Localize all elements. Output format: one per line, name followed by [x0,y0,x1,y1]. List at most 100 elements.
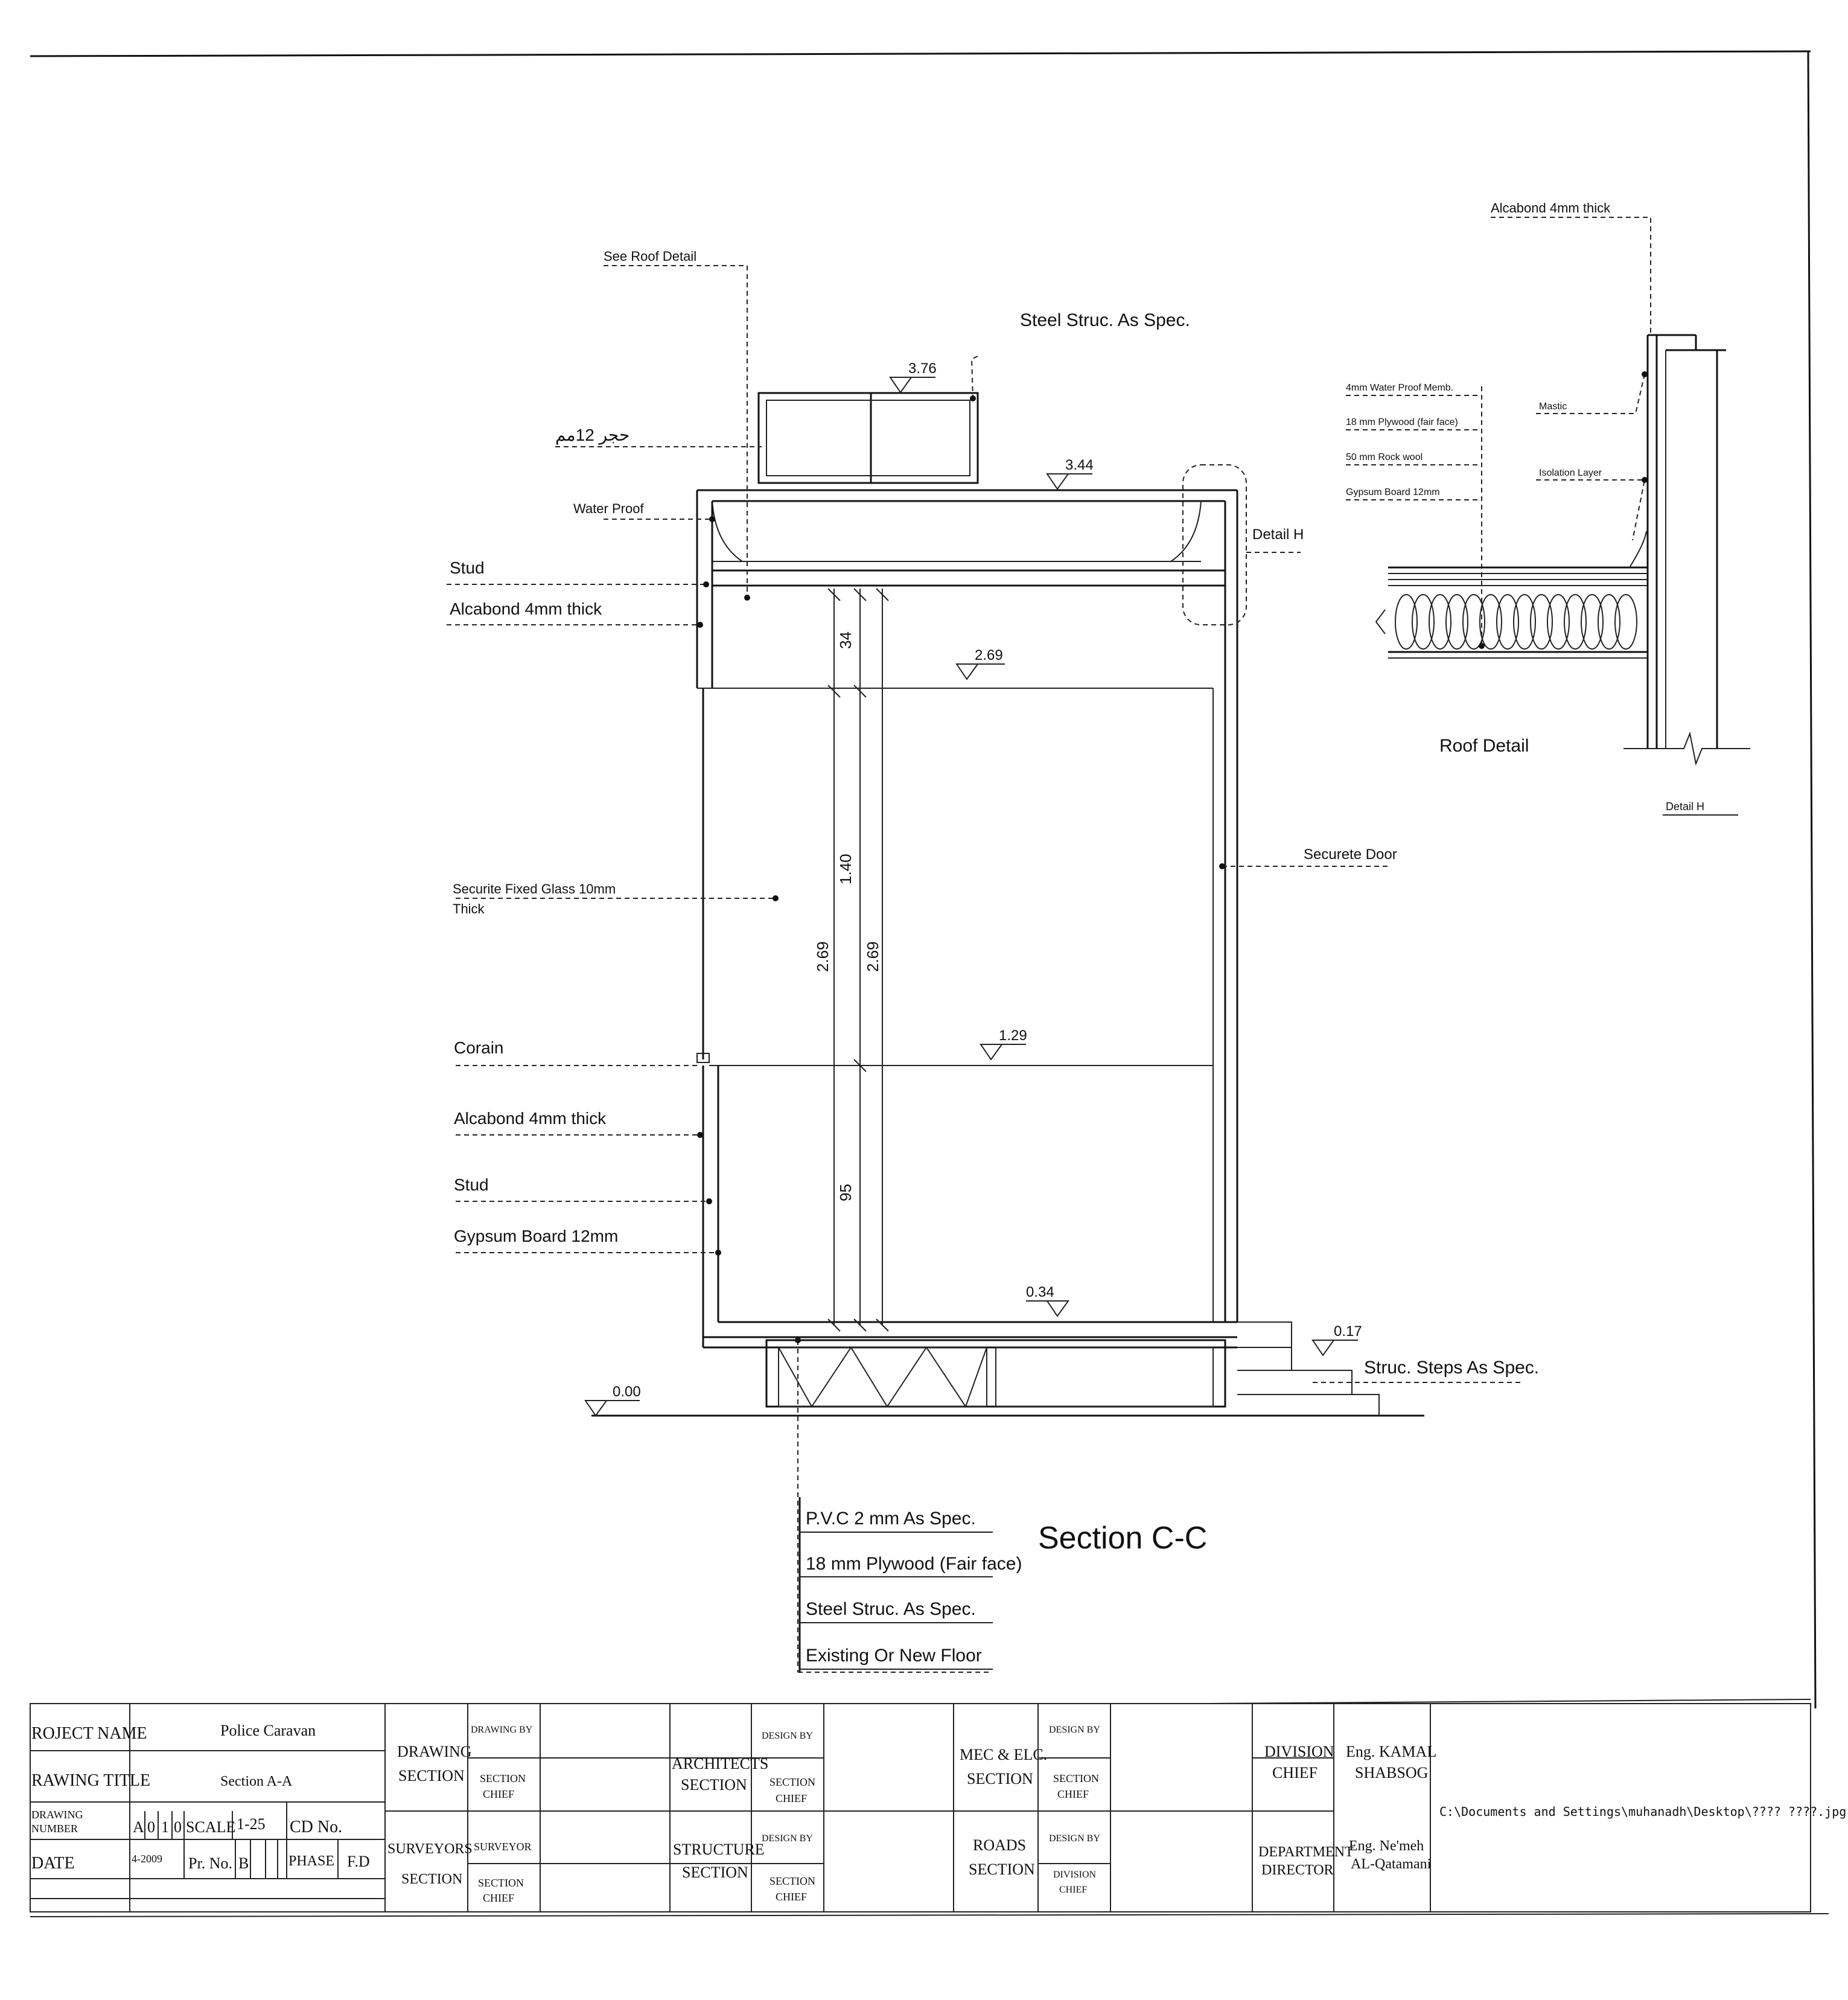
tb-phase: F.D [347,1853,370,1870]
level-0-34: 0.34 [1026,1284,1054,1300]
level-3-44: 3.44 [1065,457,1094,473]
tb-drawing-number-0: A [133,1818,144,1836]
dim-95: 95 [836,1184,855,1201]
tb-file-path: C:\Documents and Settings\muhanadh\Deskt… [1439,1804,1846,1819]
tb-roads-2: SECTION [969,1861,1035,1878]
floor-layer-existing: Existing Or New Floor [806,1646,982,1666]
section-drawing [447,265,1521,1673]
tb-roads-1: ROADS [973,1836,1026,1854]
roof-layer-waterproof: 4mm Water Proof Memb. [1346,383,1453,393]
tb-eng-neimeh-2: AL-Qatamani [1351,1856,1432,1872]
tb-eng-kamal-1: Eng. KAMAL [1346,1743,1436,1760]
tb-surveyor: SURVEYOR [474,1841,532,1853]
sheet-border [30,50,1829,1917]
label-securite-glass: Securite Fixed Glass 10mm [453,881,616,896]
tb-arch-chief-1: SECTION [769,1776,815,1788]
tb-division-chief-2: CHIEF [1272,1764,1317,1781]
tb-department-2: DIRECTOR [1261,1862,1334,1878]
label-stud-bottom: Stud [454,1175,489,1194]
label-struc-steps: Struc. Steps As Spec. [1364,1358,1539,1378]
tb-drawing-number-label-1: DRAWING [31,1809,83,1821]
rock-wool-hatch [1395,594,1637,650]
rooftop-box [757,392,979,484]
tb-mec-design-by: DESIGN BY [1049,1725,1100,1735]
roof-detail-title: Roof Detail [1439,736,1529,756]
tb-division-chief-1: DIVISION [1264,1743,1334,1760]
level-2-69: 2.69 [975,647,1003,663]
label-stud-top: Stud [450,558,485,577]
tb-surveyors-chief-1: SECTION [478,1877,524,1889]
roof-layer-plywood: 18 mm Plywood (fair face) [1346,417,1458,427]
floor-layer-plywood: 18 mm Plywood (Fair face) [806,1554,1022,1574]
tb-structure-section-1: STRUCTURE [673,1841,765,1858]
label-detail-h: Detail H [1252,526,1304,543]
tb-mec-elc-2: SECTION [967,1770,1033,1788]
tb-section-chief-2: CHIEF [483,1788,514,1800]
tb-surveyors-section-1: SURVEYORS [387,1841,473,1857]
roof-detail-caption: Detail H [1666,800,1704,813]
tb-architects-section-1: ARCHITECTS [672,1755,768,1772]
section-labels: 3.76 3.44 2.69 1.29 0.34 0.17 0.00 34 1.… [450,249,1539,1666]
tb-phase-label: PHASE [288,1853,334,1869]
label-alcabond-bottom: Alcabond 4mm thick [454,1109,607,1128]
tb-project-name: Police Caravan [220,1722,316,1739]
tb-drawing-number-1: 0 [147,1818,155,1836]
roof-detail-alcabond: Alcabond 4mm thick [1491,200,1611,216]
label-corain: Corain [454,1038,503,1057]
tb-struct-chief-1: SECTION [769,1875,815,1887]
floor-layers-table [798,1497,993,1672]
dim-2-69-a: 2.69 [814,941,832,972]
roof-layer-gypsum: Gypsum Board 12mm [1346,487,1440,497]
label-gypsum-board: Gypsum Board 12mm [454,1227,618,1245]
tb-mec-chief-2: CHIEF [1057,1788,1089,1800]
tb-pr-no: B [238,1855,249,1872]
roof-detail-mastic: Mastic [1539,401,1567,412]
label-securete-door: Securete Door [1304,846,1397,863]
tb-mec-elc-1: MEC & ELC. [960,1746,1047,1763]
tb-drawing-number-3: 0 [174,1818,182,1836]
tb-department-1: DEPARTMENT [1258,1844,1354,1860]
tb-arch-chief-2: CHIEF [776,1792,807,1804]
tb-drawing-number-2: 1 [161,1818,169,1836]
tb-date: 4-2009 [132,1853,162,1865]
roof-detail: Alcabond 4mm thick [1346,200,1750,816]
level-1-29: 1.29 [999,1027,1027,1044]
tb-section-chief-1: SECTION [480,1772,526,1784]
tb-drawing-section-1: DRAWING [397,1743,472,1760]
level-markers [584,377,1358,1417]
level-0-00: 0.00 [613,1384,641,1400]
tb-struct-chief-2: CHIEF [776,1891,807,1903]
label-see-roof-detail: See Roof Detail [604,249,696,264]
label-securite-glass-2: Thick [453,901,485,916]
level-0-17: 0.17 [1334,1323,1362,1340]
floor-layer-steel: Steel Struc. As Spec. [806,1599,976,1619]
tb-mec-chief-1: SECTION [1053,1772,1099,1784]
tb-struct-design-by: DESIGN BY [762,1833,813,1844]
tb-drawing-section-2: SECTION [398,1767,465,1784]
label-water-proof: Water Proof [573,501,644,516]
tb-scale: 1-25 [237,1815,266,1833]
label-steel-struc: Steel Struc. As Spec. [1020,310,1190,330]
tb-roads-design-by: DESIGN BY [1049,1833,1100,1844]
tb-scale-label: SCALE [186,1818,235,1836]
tb-cd-no-label: CD No. [290,1818,342,1836]
roof-detail-isolation: Isolation Layer [1539,468,1602,478]
tb-architects-section-2: SECTION [681,1776,747,1794]
title-block: ROJECT NAME Police Caravan RAWING TITLE … [30,1699,1846,1912]
tb-eng-kamal-2: SHABSOG [1355,1764,1428,1781]
level-3-76: 3.76 [908,360,937,377]
tb-pr-no-label: Pr. No. [188,1855,232,1872]
tb-structure-section-2: SECTION [682,1864,748,1881]
tb-drawing-number-label-2: NUMBER [31,1823,78,1835]
tb-drawing-title-label: RAWING TITLE [31,1771,150,1790]
roof-layer-rockwool: 50 mm Rock wool [1346,452,1423,462]
tb-date-label: DATE [31,1854,75,1873]
dim-34: 34 [836,631,855,649]
tb-division-chief-small-2: CHIEF [1059,1885,1087,1895]
tb-surveyors-section-2: SECTION [401,1871,462,1887]
dim-1-40: 1.40 [836,854,855,884]
label-arabic-stone: حجر 12مم [555,426,629,445]
tb-arch-design-by: DESIGN BY [762,1731,813,1741]
tb-project-name-label: ROJECT NAME [31,1724,147,1743]
